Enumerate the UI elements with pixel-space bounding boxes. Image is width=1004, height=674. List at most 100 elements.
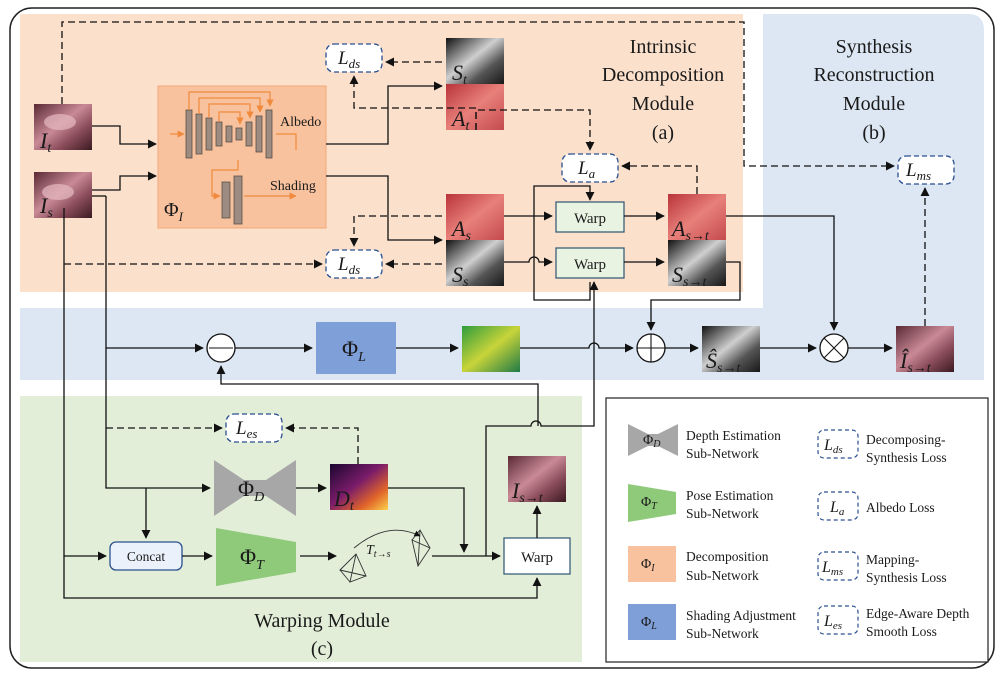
warping-tag: (c): [311, 638, 333, 660]
legend-les-symbol: Les: [823, 613, 842, 632]
phi-t-label: ΦT: [240, 544, 265, 573]
label-A-s-to-t: As→t: [670, 216, 710, 244]
legend-lms-line2: Synthesis Loss: [866, 570, 947, 585]
legend-phi-t-line1: Pose Estimation: [686, 488, 774, 503]
intrinsic-title-2: Decomposition: [602, 64, 724, 86]
synthesis-tag: (b): [862, 122, 885, 144]
legend-phi-i-icon: [628, 546, 676, 582]
dashed-connections: [61, 21, 930, 464]
legend-phi-t-icon: [628, 484, 676, 522]
solid-connections: [63, 81, 893, 599]
label-I-hat: Îs→t: [899, 348, 932, 376]
image-D-t: [330, 464, 388, 510]
image-I-hat: [896, 326, 954, 372]
loss-la: La: [577, 158, 596, 181]
unet-skip-connections: [170, 91, 297, 150]
legend-phi-l-symbol: ΦL: [641, 615, 657, 632]
shading-label: Shading: [270, 179, 316, 194]
warp-label-2: Warp: [574, 257, 606, 273]
legend-phi-i-symbol: ΦI: [641, 557, 655, 574]
image-S-t: [446, 38, 504, 84]
loss-lds-top: Lds: [337, 48, 360, 71]
legend-phi-d-line1: Depth Estimation: [686, 428, 781, 443]
camera-poses-icon: [339, 529, 431, 583]
label-S-s-to-t: Ss→t: [672, 262, 707, 290]
image-I-t: [34, 104, 92, 150]
image-S-s-to-t: [668, 240, 726, 286]
image-S-hat: [702, 326, 760, 372]
shading-branch: [221, 175, 243, 225]
loss-box-lms: [897, 155, 955, 185]
image-A-t: [446, 84, 504, 130]
t-ts-label: Tt→s: [366, 543, 391, 560]
label-A-t: At: [450, 106, 470, 134]
label-I-t: It: [39, 128, 52, 156]
synthesis-module-bg: [20, 14, 984, 380]
phi-l-label: ΦL: [342, 336, 366, 365]
label-S-hat: Ŝs→t: [706, 348, 741, 376]
image-I-s: [34, 172, 92, 218]
intrinsic-tag: (a): [652, 122, 674, 144]
albedo-label: Albedo: [280, 115, 321, 130]
intrinsic-title-1: Intrinsic: [630, 36, 697, 58]
warp-block-3: [503, 537, 571, 575]
legend-phi-i-line1: Decomposition: [686, 549, 769, 564]
loss-les: Les: [235, 418, 257, 441]
image-A-s-to-t: [668, 194, 726, 240]
legend-lds-line1: Decomposing-: [866, 432, 946, 447]
legend-les-line1: Edge-Aware Depth: [866, 606, 970, 621]
legend-phi-t-symbol: ΦT: [641, 495, 658, 512]
loss-box-la: [561, 153, 619, 183]
label-A-s: As: [450, 216, 471, 244]
legend-la-line1: Albedo Loss: [866, 500, 935, 515]
label-D-t: Dt: [333, 486, 355, 514]
legend: ΦD Depth Estimation Sub-Network ΦT Pose …: [628, 424, 970, 641]
phi-i-label: ΦI: [164, 199, 184, 224]
intrinsic-title-3: Module: [632, 93, 694, 115]
image-S-s: [446, 240, 504, 286]
label-S-s: Ss: [452, 262, 469, 290]
warp-label-3: Warp: [521, 550, 553, 566]
concat-label: Concat: [127, 549, 165, 564]
loss-lds-mid: Lds: [337, 254, 360, 277]
legend-lms-symbol: Lms: [821, 559, 843, 578]
legend-lms-icon: [817, 551, 859, 581]
synthesis-title-2: Reconstruction: [813, 64, 934, 86]
synthesis-title-1: Synthesis: [836, 36, 913, 58]
warp-block-2: [555, 247, 625, 279]
legend-phi-l-icon: [628, 604, 676, 640]
loss-box-lds-mid: [325, 249, 383, 279]
loss-box-les: [225, 413, 283, 443]
label-I-s-to-t: Is→t: [511, 478, 544, 506]
legend-phi-l-line2: Sub-Network: [686, 626, 759, 641]
synthesis-title-3: Module: [843, 93, 905, 115]
legend-lds-line2: Synthesis Loss: [866, 450, 947, 465]
image-I-s-to-t: [508, 456, 566, 502]
warping-title: Warping Module: [254, 610, 390, 632]
legend-la-symbol: La: [829, 499, 845, 518]
legend-les-icon: [817, 605, 859, 635]
image-labels: It Is St At As Ss As→t Ss→t Ŝs→t Îs→t Is…: [39, 60, 932, 514]
image-A-s: [446, 194, 504, 240]
warp-block-1: [555, 201, 625, 233]
legend-lms-line1: Mapping-: [866, 552, 920, 567]
legend-lds-symbol: Lds: [823, 437, 843, 456]
image-shading-map: [462, 326, 520, 372]
label-I-s: Is: [39, 193, 53, 221]
legend-les-line2: Smooth Loss: [866, 624, 937, 639]
phi-t-block: [216, 528, 296, 586]
legend-phi-i-line2: Sub-Network: [686, 568, 759, 583]
loss-lms: Lms: [905, 160, 931, 183]
phi-d-block: [214, 460, 296, 516]
phi-l-block: [316, 322, 396, 374]
legend-phi-d-symbol: ΦD: [643, 433, 661, 450]
loss-box-lds-top: [325, 43, 383, 73]
legend-phi-d-icon: [628, 424, 678, 456]
legend-lds-icon: [817, 429, 859, 459]
legend-phi-d-line2: Sub-Network: [686, 446, 759, 461]
legend-phi-t-line2: Sub-Network: [686, 506, 759, 521]
phi-d-label: ΦD: [238, 476, 264, 505]
warp-label-1: Warp: [574, 211, 606, 227]
legend-la-icon: [817, 491, 859, 521]
